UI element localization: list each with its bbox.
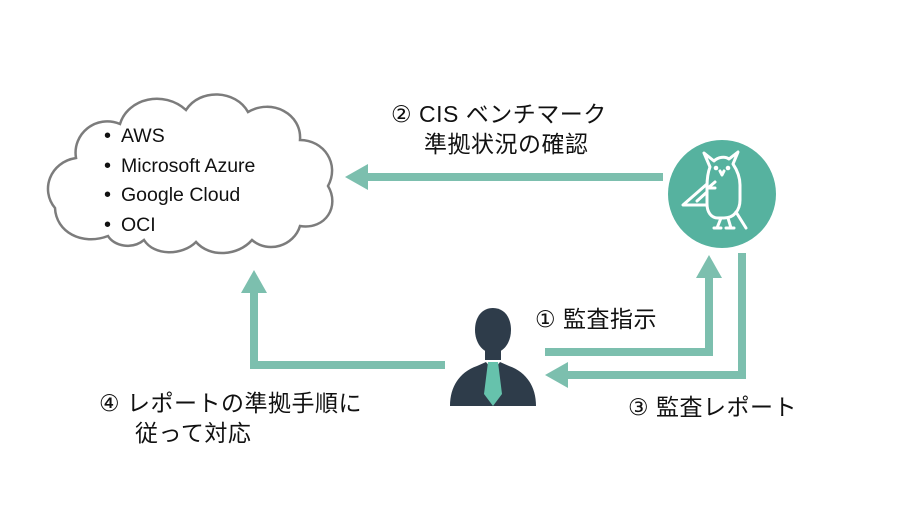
provider-oci: OCI (104, 211, 255, 241)
owl-audit-tool-icon (668, 140, 776, 248)
label-step1: ① 監査指示 (535, 306, 658, 332)
label-step4: ④ レポートの準拠手順に 従って対応 (99, 388, 362, 448)
provider-aws: AWS (104, 122, 255, 152)
cloud-provider-list: AWS Microsoft Azure Google Cloud OCI (104, 122, 255, 240)
label-step2: ② CIS ベンチマーク 準拠状況の確認 (391, 99, 607, 159)
cloud-shape: AWS Microsoft Azure Google Cloud OCI (42, 84, 346, 274)
business-person-icon (447, 306, 539, 406)
provider-azure: Microsoft Azure (104, 152, 255, 182)
label-step3: ③ 監査レポート (628, 394, 798, 420)
label-step4-line2: 従って対応 (135, 420, 252, 446)
provider-gcp: Google Cloud (104, 181, 255, 211)
label-step2-line2: 準拠状況の確認 (424, 131, 589, 157)
arrow-step4-person-to-cloud (241, 270, 445, 369)
label-step4-line1: ④ レポートの準拠手順に (99, 390, 363, 416)
label-step2-line1: ② CIS ベンチマーク (391, 101, 607, 127)
arrow-step2-owl-to-cloud (345, 164, 663, 190)
